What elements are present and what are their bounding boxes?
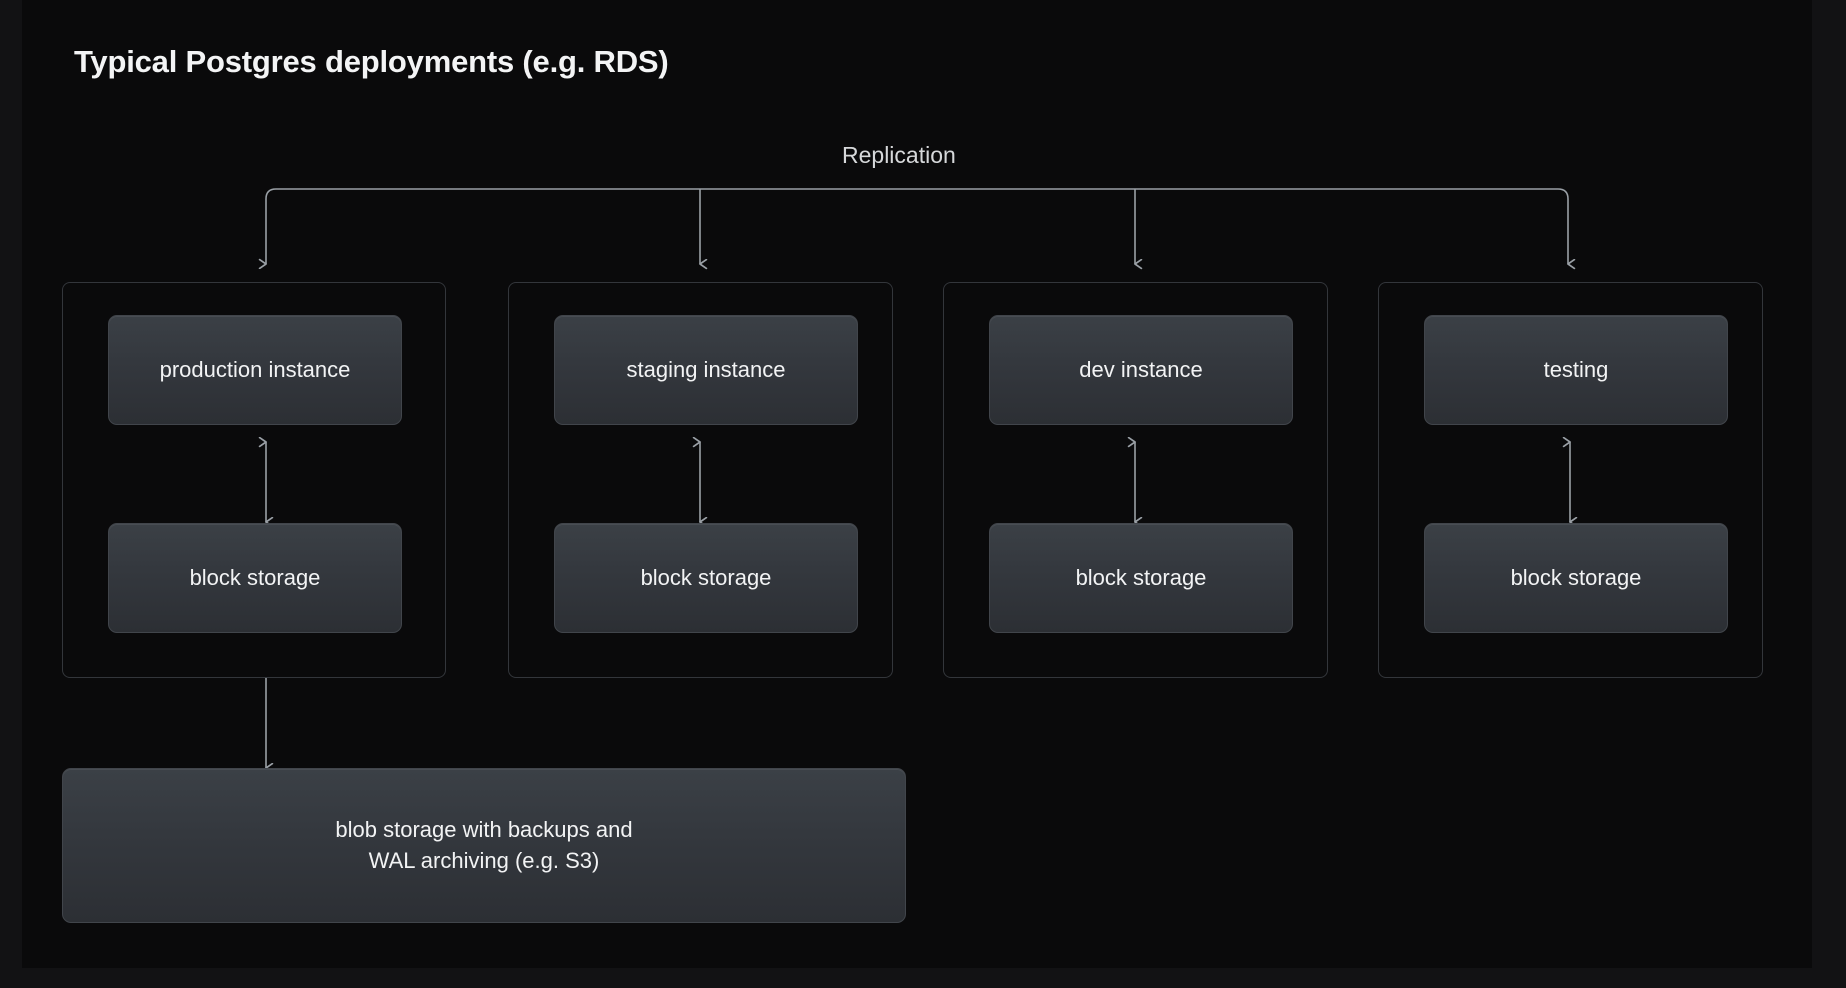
- group-staging[interactable]: staging instance block storage: [508, 282, 893, 678]
- node-dev-instance[interactable]: dev instance: [989, 315, 1293, 425]
- node-label: blob storage with backups and WAL archiv…: [335, 817, 633, 873]
- node-label: block storage: [189, 564, 321, 590]
- node-label: block storage: [1075, 564, 1207, 590]
- instance-storage-arrows: [266, 442, 1570, 522]
- replication-label: Replication: [842, 142, 956, 168]
- replication-bus: [266, 188, 1568, 264]
- node-staging-instance[interactable]: staging instance: [554, 315, 858, 425]
- node-blob-storage[interactable]: blob storage with backups and WAL archiv…: [62, 768, 906, 923]
- node-production-instance[interactable]: production instance: [108, 315, 402, 425]
- slide-panel: Typical Postgres deployments (e.g. RDS) …: [22, 0, 1812, 968]
- group-production[interactable]: production instance block storage: [62, 282, 446, 678]
- node-label: dev instance: [1079, 356, 1203, 382]
- node-label: testing: [1543, 356, 1609, 382]
- node-testing-block-storage[interactable]: block storage: [1424, 523, 1728, 633]
- node-label: staging instance: [626, 356, 786, 382]
- node-production-block-storage[interactable]: block storage: [108, 523, 402, 633]
- node-dev-block-storage[interactable]: block storage: [989, 523, 1293, 633]
- node-testing-instance[interactable]: testing: [1424, 315, 1728, 425]
- page-title: Typical Postgres deployments (e.g. RDS): [74, 44, 669, 79]
- node-staging-block-storage[interactable]: block storage: [554, 523, 858, 633]
- node-label: block storage: [640, 564, 772, 590]
- node-label: production instance: [159, 356, 351, 382]
- node-label: block storage: [1510, 564, 1642, 590]
- group-testing[interactable]: testing block storage: [1378, 282, 1763, 678]
- group-dev[interactable]: dev instance block storage: [943, 282, 1328, 678]
